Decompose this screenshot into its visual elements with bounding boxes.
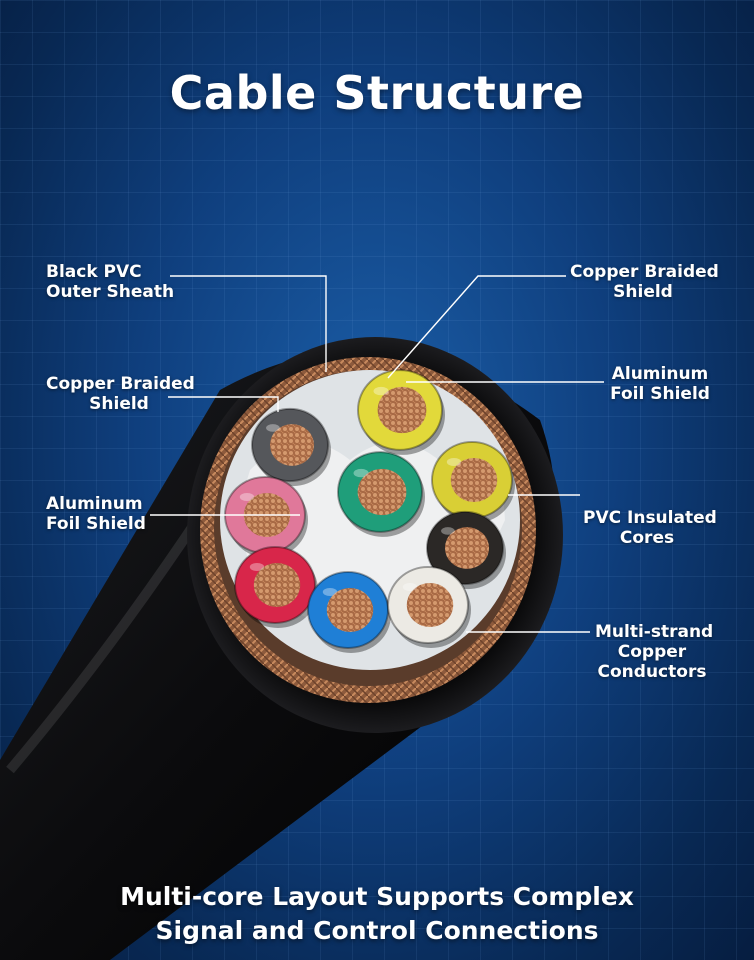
callout-line: Copper Braided [570, 262, 719, 282]
callout-line: Copper Braided [46, 374, 195, 394]
page-title: Cable Structure [169, 66, 585, 120]
callout-aluminum-foil-shield-right: Aluminum Foil Shield [610, 364, 710, 404]
leader-black-pvc [170, 275, 327, 372]
footer-line: Multi-core Layout Supports Complex [120, 882, 634, 911]
callout-line: Multi-strand [595, 622, 714, 642]
callout-line: Foil Shield [46, 514, 146, 534]
white-core [387, 566, 471, 648]
gray-core [251, 407, 331, 487]
yellow-core-top [357, 369, 445, 455]
copper-conductor [253, 563, 301, 607]
copper-conductor [377, 386, 427, 434]
callout-line: Aluminum [611, 364, 709, 384]
callout-copper-braided-shield-left: Copper Braided Shield [46, 374, 195, 414]
callout-line: Aluminum [46, 494, 143, 514]
callout-copper-braided-shield-right: Copper Braided Shield [570, 262, 719, 302]
callout-line: Cores [619, 528, 675, 548]
callout-line: Conductors [597, 662, 707, 682]
copper-conductor [326, 588, 374, 632]
footer-line: Signal and Control Connections [155, 916, 599, 945]
pink-core [224, 476, 308, 558]
callout-line: PVC Insulated [583, 508, 717, 528]
red-core [234, 546, 318, 628]
callout-line: Shield [89, 394, 149, 414]
leader-copper-braided-right [387, 275, 566, 379]
footer-caption: Multi-core Layout Supports Complex Signa… [0, 880, 754, 948]
leader-copper-braided-left [168, 396, 279, 412]
callout-aluminum-foil-shield-left: Aluminum Foil Shield [46, 494, 146, 534]
callout-line: Foil Shield [610, 384, 710, 404]
copper-conductor [450, 458, 498, 502]
green-core [337, 451, 425, 537]
copper-conductor [406, 583, 454, 627]
callout-line: Copper [617, 642, 687, 662]
callout-pvc-insulated-cores: PVC Insulated Cores [583, 508, 717, 548]
callout-black-pvc-outer-sheath: Black PVC Outer Sheath [46, 262, 174, 302]
copper-conductor [357, 468, 407, 516]
callout-multi-strand-copper-conductors: Multi-strand Copper Conductors [595, 622, 714, 682]
callout-line: Outer Sheath [46, 282, 175, 302]
callout-line: Black PVC [46, 262, 142, 282]
copper-conductor [269, 424, 315, 466]
black-core [426, 510, 506, 590]
blue-core [307, 571, 391, 653]
copper-conductor [444, 527, 490, 569]
callout-line: Shield [613, 282, 673, 302]
